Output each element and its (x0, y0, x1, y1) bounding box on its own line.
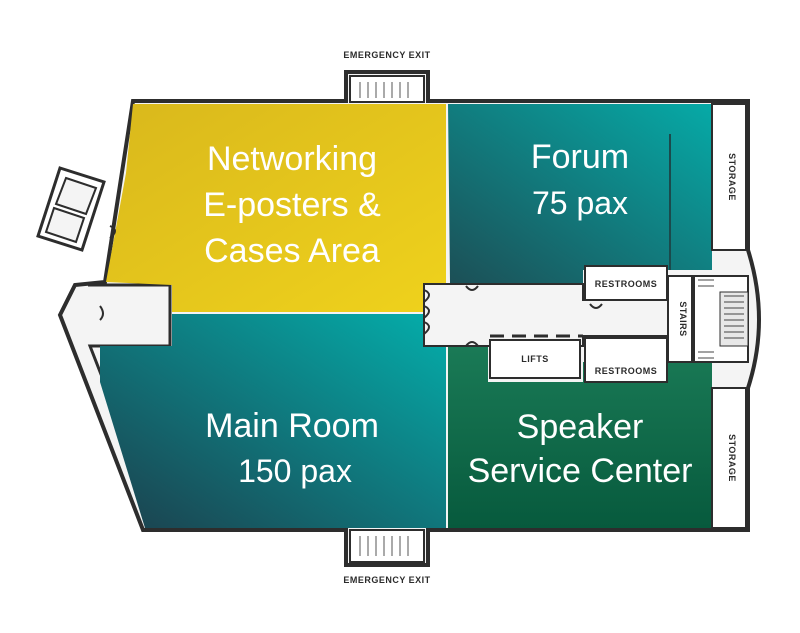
forum-label-capacity: 75 pax (532, 185, 628, 221)
storage-bottom-label: STORAGE (727, 434, 737, 482)
speaker-center-label-line2: Service Center (468, 452, 693, 490)
restrooms-top[interactable] (584, 265, 668, 301)
speaker-center-label-line1: Speaker (517, 408, 644, 446)
main-room-label: Main Room 150 pax (205, 407, 379, 489)
restrooms-bottom-label: RESTROOMS (595, 366, 658, 376)
storage-top-label: STORAGE (727, 153, 737, 201)
main-room-label-capacity: 150 pax (238, 453, 352, 489)
lifts-box[interactable] (489, 339, 581, 379)
stairs-label: STAIRS (678, 301, 688, 336)
storage-top[interactable] (711, 103, 747, 251)
bottom-emergency-exit-stair (349, 529, 425, 563)
restrooms-bottom[interactable] (584, 337, 668, 383)
networking-room-area[interactable] (106, 104, 446, 312)
forum-room-area[interactable] (448, 104, 712, 283)
emergency-exit-bottom-label: EMERGENCY EXIT (343, 575, 430, 585)
lifts-label: LIFTS (521, 354, 549, 364)
networking-label-line2: E-posters & (203, 186, 381, 224)
top-emergency-exit-stair (349, 75, 425, 103)
forum-label-name: Forum (531, 138, 629, 176)
networking-label-line3: Cases Area (204, 232, 380, 270)
emergency-exit-top-label: EMERGENCY EXIT (343, 50, 430, 60)
speaker-center-label: Speaker Service Center (468, 408, 693, 490)
networking-label-line1: Networking (207, 140, 377, 178)
main-room-area[interactable] (100, 314, 446, 528)
restrooms-top-label: RESTROOMS (595, 279, 658, 289)
networking-label: Networking E-posters & Cases Area (203, 140, 381, 270)
stairs-block[interactable] (667, 275, 749, 363)
forum-label: Forum 75 pax (531, 138, 629, 221)
storage-bottom[interactable] (711, 387, 747, 529)
speaker-service-center-area[interactable] (448, 346, 712, 528)
main-room-label-name: Main Room (205, 407, 379, 445)
